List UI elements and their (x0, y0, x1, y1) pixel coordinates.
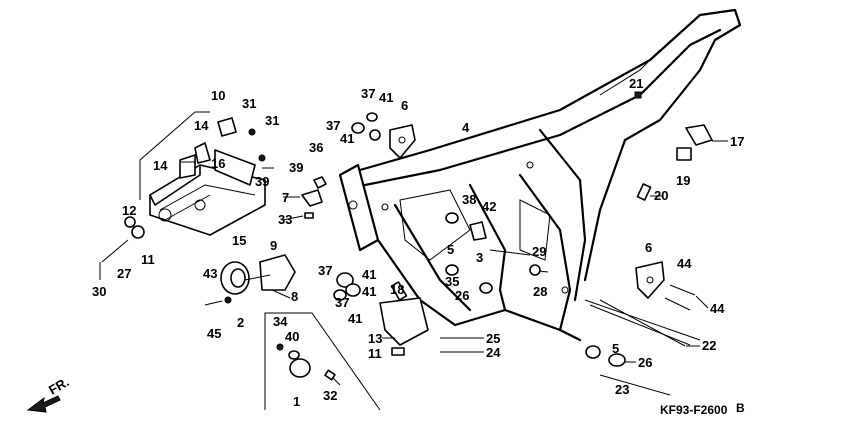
callout-30: 30 (92, 284, 106, 299)
callout-14: 14 (153, 158, 168, 173)
callout-36: 36 (309, 140, 323, 155)
callout-41: 41 (348, 311, 362, 326)
callout-6: 6 (645, 240, 652, 255)
callout-28: 28 (533, 284, 547, 299)
callout-32: 32 (323, 388, 337, 403)
horn-group (204, 254, 296, 306)
callout-6: 6 (401, 98, 408, 113)
revision-letter: B (736, 401, 745, 415)
callout-25: 25 (486, 331, 500, 346)
callout-1: 1 (293, 394, 300, 409)
callout-11: 11 (368, 346, 382, 361)
callout-44: 44 (710, 301, 725, 316)
callout-3: 3 (476, 250, 483, 265)
front-label: FR. (46, 374, 72, 397)
callout-43: 43 (203, 266, 217, 281)
diagram-code: KF93-F2600 B (660, 401, 745, 417)
callout-37: 37 (335, 295, 349, 310)
front-arrow-icon (26, 395, 61, 413)
callout-19: 19 (676, 173, 690, 188)
diagram-code-text: KF93-F2600 (660, 403, 728, 417)
callout-39: 39 (289, 160, 303, 175)
callout-9: 9 (270, 238, 277, 253)
callout-40: 40 (285, 329, 299, 344)
callout-34: 34 (273, 314, 288, 329)
misc-parts (99, 91, 713, 396)
callout-12: 12 (122, 203, 136, 218)
callout-labels: 10 31 31 14 14 16 39 39 12 15 11 27 30 9… (92, 76, 744, 409)
callout-22: 22 (702, 338, 716, 353)
callout-5: 5 (612, 341, 619, 356)
skid-plate-group (101, 111, 266, 263)
callout-41: 41 (362, 284, 376, 299)
callout-41: 41 (379, 90, 393, 105)
callout-27: 27 (117, 266, 131, 281)
callout-37: 37 (318, 263, 332, 278)
callout-15: 15 (232, 233, 246, 248)
callout-2: 2 (237, 315, 244, 330)
callout-13: 13 (368, 331, 382, 346)
callout-18: 18 (390, 282, 404, 297)
front-direction-indicator: FR. (26, 374, 72, 413)
callout-23: 23 (615, 382, 629, 397)
callout-29: 29 (532, 244, 546, 259)
callout-42: 42 (482, 199, 496, 214)
callout-37: 37 (361, 86, 375, 101)
callout-5: 5 (447, 242, 454, 257)
callout-11: 11 (141, 252, 155, 267)
callout-38: 38 (462, 192, 476, 207)
leader-lines (181, 140, 728, 363)
callout-24: 24 (486, 345, 501, 360)
callout-41: 41 (340, 131, 354, 146)
callout-10: 10 (211, 88, 225, 103)
callout-17: 17 (730, 134, 744, 149)
callout-20: 20 (654, 188, 668, 203)
callout-16: 16 (211, 156, 225, 171)
callout-4: 4 (462, 120, 470, 135)
callout-21: 21 (629, 76, 643, 91)
callout-14: 14 (194, 118, 209, 133)
callout-7: 7 (282, 190, 289, 205)
callout-41: 41 (362, 267, 376, 282)
callout-33: 33 (278, 212, 292, 227)
callout-26: 26 (455, 288, 469, 303)
inset-box (264, 312, 381, 411)
callout-35: 35 (445, 274, 459, 289)
callout-8: 8 (291, 289, 298, 304)
callout-31: 31 (242, 96, 256, 111)
callout-31: 31 (265, 113, 279, 128)
callout-26: 26 (638, 355, 652, 370)
callout-44: 44 (677, 256, 692, 271)
callout-45: 45 (207, 326, 221, 341)
callout-39: 39 (255, 174, 269, 189)
callout-37: 37 (326, 118, 340, 133)
